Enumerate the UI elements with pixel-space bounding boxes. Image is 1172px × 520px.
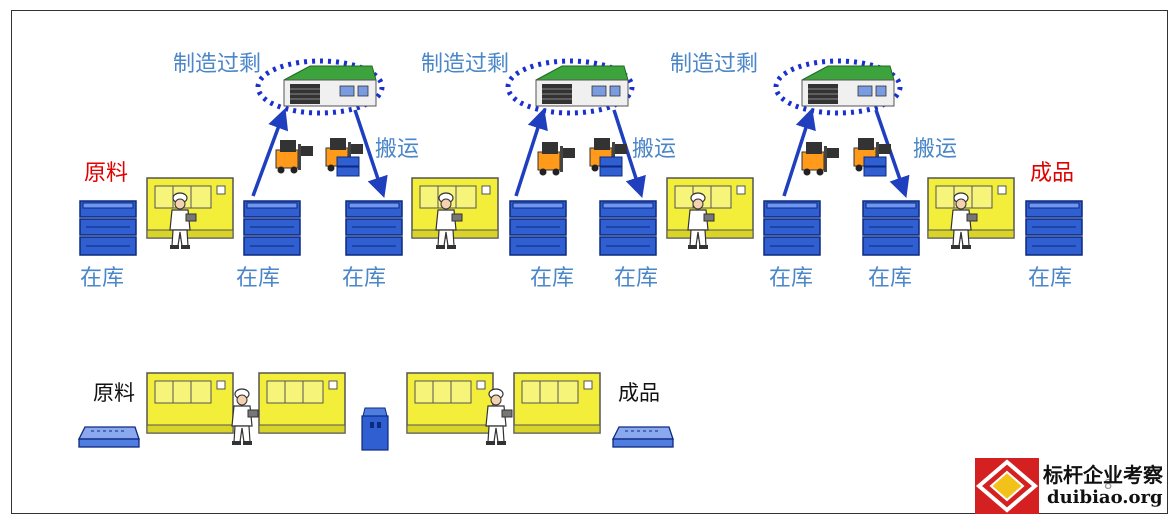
box-icon	[863, 156, 887, 177]
tray-icon	[78, 426, 140, 448]
machine-icon	[513, 372, 601, 434]
bottom-finished-goods-label: 成品	[618, 381, 660, 405]
inventory-label: 在库	[80, 266, 125, 291]
box-icon	[336, 156, 360, 177]
overproduction-label: 制造过剩	[421, 52, 510, 77]
factory-icon	[801, 65, 895, 107]
inventory-crate	[243, 200, 301, 256]
brand-logo	[975, 458, 1039, 514]
factory-icon	[535, 65, 629, 107]
inventory-label: 在库	[868, 266, 913, 291]
inventory-label: 在库	[236, 266, 281, 291]
overproduction-group-3	[773, 58, 903, 116]
arrow-up-2	[514, 108, 548, 197]
machine-icon	[258, 372, 346, 434]
transport-label: 搬运	[375, 137, 420, 162]
dotted-ellipse	[773, 58, 903, 116]
transport-label: 搬运	[632, 137, 677, 162]
arrow-down-1	[353, 109, 388, 198]
overproduction-group-1	[255, 58, 385, 116]
overproduction-label: 制造过剩	[173, 52, 262, 77]
raw-material-label: 原料	[84, 161, 129, 186]
tray-icon	[612, 426, 674, 448]
forklift-icon	[275, 139, 314, 174]
brand-name-cn: 标杆企业考察	[1043, 463, 1163, 487]
overproduction-group-2	[505, 58, 635, 116]
finished-goods-label: 成品	[1030, 161, 1075, 186]
inventory-crate	[763, 200, 821, 256]
arrow-up-3	[782, 108, 816, 197]
page-number: 8	[1104, 478, 1113, 493]
dotted-ellipse	[255, 58, 385, 116]
brand-name-en: duibiao.org	[1047, 487, 1163, 508]
inventory-label: 在库	[769, 266, 814, 291]
inventory-crate	[509, 200, 567, 256]
factory-icon	[283, 65, 377, 107]
inventory-label: 在库	[614, 266, 659, 291]
bin-icon	[361, 407, 389, 451]
machine-icon	[666, 177, 754, 239]
inventory-label: 在库	[342, 266, 387, 291]
arrow-up-1	[251, 108, 289, 197]
dotted-ellipse	[505, 58, 635, 116]
inventory-crate	[599, 200, 657, 256]
bottom-raw-material-label: 原料	[93, 381, 135, 405]
forklift-icon	[537, 141, 576, 176]
worker-icon	[231, 388, 259, 446]
transport-label: 搬运	[913, 137, 958, 162]
forklift-icon	[801, 141, 840, 176]
arrow-down-2	[612, 109, 646, 198]
inventory-label: 在库	[1028, 266, 1073, 291]
inventory-crate	[1025, 200, 1083, 256]
inventory-crate	[79, 200, 137, 256]
machine-icon	[406, 372, 494, 434]
inventory-label: 在库	[530, 266, 575, 291]
inventory-crate	[862, 200, 920, 256]
box-icon	[599, 156, 623, 177]
inventory-crate	[345, 200, 403, 256]
machine-icon	[146, 372, 234, 434]
overproduction-label: 制造过剩	[670, 52, 759, 77]
